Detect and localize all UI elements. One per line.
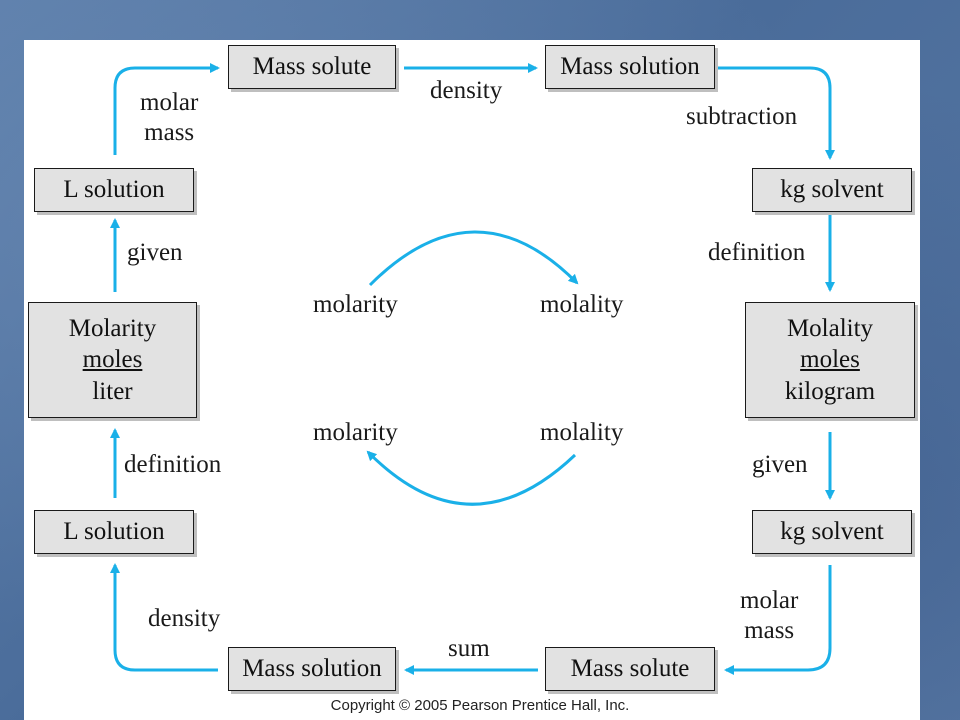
arc-molarity-to-molality [368, 230, 579, 287]
box-text: kg solvent [780, 518, 884, 546]
label-definition-left: definition [124, 450, 221, 480]
box-mass-solute-bottom: Mass solute [545, 647, 715, 691]
label-text: molality [540, 291, 624, 318]
label-given-left: given [127, 238, 183, 268]
center-molarity-top: molarity [313, 290, 398, 320]
molarity-numerator: moles [82, 346, 143, 374]
box-kg-solvent-bottom: kg solvent [752, 510, 912, 554]
arc-molality-to-molarity [366, 450, 577, 506]
molality-numerator: moles [800, 346, 860, 374]
box-text: Mass solution [560, 53, 700, 81]
label-text: molality [540, 419, 624, 446]
box-kg-solvent-top: kg solvent [752, 168, 912, 212]
label-text: sum [448, 635, 490, 662]
label-molar-mass-right: molar mass [740, 586, 798, 646]
box-text: L solution [63, 518, 165, 546]
box-molarity: Molarity moles liter [28, 302, 197, 418]
label-density-top: density [430, 76, 502, 106]
copyright-notice: Copyright © 2005 Pearson Prentice Hall, … [330, 697, 630, 714]
box-mass-solution-bottom: Mass solution [228, 647, 396, 691]
box-mass-solution-top: Mass solution [545, 45, 715, 89]
box-l-solution-top: L solution [34, 168, 194, 212]
label-line: molar [740, 587, 799, 614]
label-molar-mass-left: molar mass [140, 88, 198, 148]
label-density-left: density [148, 604, 220, 634]
molality-denominator: kilogram [784, 377, 876, 405]
label-definition-right: definition [708, 238, 805, 268]
label-text: density [430, 77, 503, 104]
center-molality-top: molality [540, 290, 623, 320]
label-text: given [127, 239, 183, 266]
label-line: molar [140, 89, 199, 116]
molality-title: Molality [786, 315, 874, 343]
molarity-denominator: liter [92, 377, 133, 405]
arrow-masssolution-to-kgsolvent [718, 66, 835, 160]
arrow-kgsolvent-to-masssolute [724, 565, 832, 675]
box-l-solution-bottom: L solution [34, 510, 194, 554]
label-text: definition [124, 451, 222, 478]
label-text: subtraction [686, 103, 798, 130]
label-text: molarity [313, 291, 398, 318]
label-text: density [148, 605, 221, 632]
arrow-masssolution-to-lsolution [110, 563, 218, 672]
molarity-title: Molarity [68, 315, 157, 343]
label-text: molarity [313, 419, 398, 446]
box-text: Mass solution [242, 655, 382, 683]
label-subtraction: subtraction [686, 102, 797, 132]
center-molarity-bottom: molarity [313, 418, 398, 448]
label-given-right: given [752, 450, 808, 480]
label-line: mass [144, 119, 195, 146]
box-molality: Molality moles kilogram [745, 302, 915, 418]
arrow-lsolution-to-masssolute [113, 63, 220, 155]
center-molality-bottom: molality [540, 418, 623, 448]
label-line: mass [744, 617, 795, 644]
label-text: definition [708, 239, 806, 266]
label-sum: sum [448, 634, 490, 664]
box-mass-solute-top: Mass solute [228, 45, 396, 89]
box-text: kg solvent [780, 176, 884, 204]
label-text: given [752, 451, 808, 478]
box-text: L solution [63, 176, 165, 204]
box-text: Mass solute [570, 655, 690, 683]
box-text: Mass solute [252, 53, 372, 81]
